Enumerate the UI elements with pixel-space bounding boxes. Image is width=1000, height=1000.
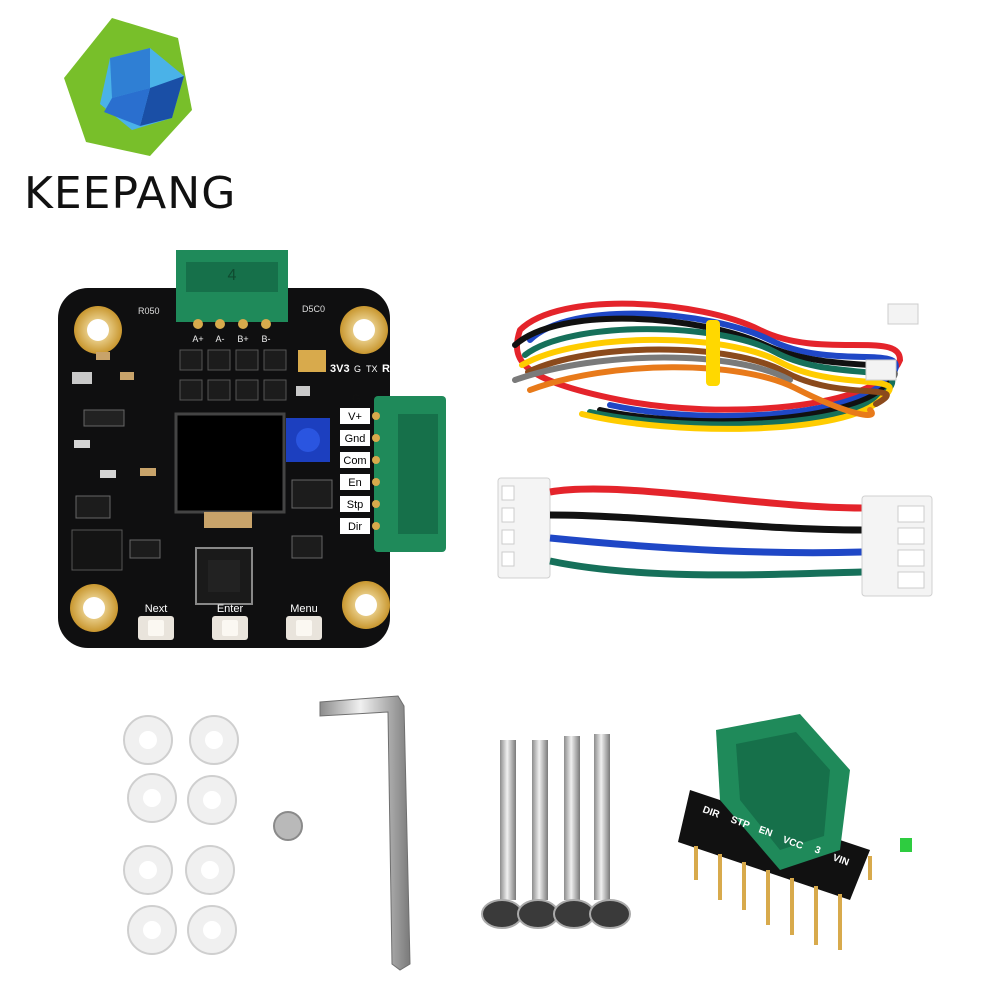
screws xyxy=(481,734,631,929)
uart-pin-3v3: 3V3 xyxy=(330,363,350,375)
coiled-cable xyxy=(512,300,919,432)
hex-key xyxy=(319,695,411,971)
washers xyxy=(123,715,239,955)
motor-pin-b-plus: B+ xyxy=(237,334,248,344)
resistor-label-right: D5C0 xyxy=(302,304,325,314)
mosfet-array xyxy=(179,349,287,401)
oled-display xyxy=(174,412,286,514)
brand-name: KEEPANG xyxy=(24,168,237,219)
side-pin-vplus: V+ xyxy=(348,411,362,423)
screw-4 xyxy=(594,734,610,900)
side-pin-stp: Stp xyxy=(347,499,364,511)
adapter-pin-en: EN xyxy=(757,824,774,839)
side-pin-com: Com xyxy=(343,455,366,467)
adapter-pin-3: 3 xyxy=(813,844,822,856)
cable-plug-top xyxy=(887,303,919,325)
side-pin-dir: Dir xyxy=(348,521,362,533)
logo-cube-face-top xyxy=(110,48,150,98)
logo-cube-face-right xyxy=(140,76,184,126)
adapter-led xyxy=(900,838,912,852)
brand-logo xyxy=(64,18,192,156)
resistor-label-left: R050 xyxy=(138,306,160,316)
cable-tie xyxy=(706,320,720,386)
side-pin-en: En xyxy=(348,477,361,489)
side-header-top-label: G xyxy=(352,393,361,405)
screw-2 xyxy=(532,740,548,900)
motor-pin-a-minus: A- xyxy=(216,334,225,344)
screw-3 xyxy=(564,736,580,900)
stepper-driver-board: 4 R050 D5C0 A+ A- B+ B- xyxy=(58,250,446,648)
motor-pin-a-plus: A+ xyxy=(192,334,203,344)
uart-pin-labels: 3V3 G TX RX xyxy=(330,363,398,375)
cable-plug-bottom xyxy=(865,359,897,381)
button-label-next: Next xyxy=(145,603,168,615)
motor-pin-b-minus: B- xyxy=(262,334,271,344)
uart-pin-tx: TX xyxy=(366,364,378,374)
uart-pin-g: G xyxy=(354,364,361,374)
logo-cube-face-left xyxy=(104,88,150,126)
button-label-enter: Enter xyxy=(217,603,244,615)
oled-ribbon xyxy=(204,512,252,528)
mounting-holes xyxy=(70,306,390,632)
motor-pin-labels: A+ A- B+ B- xyxy=(192,319,271,344)
pin-adapter-board: DIR STP EN VCC 3 VIN xyxy=(678,714,912,950)
button-label-menu: Menu xyxy=(290,603,318,615)
screw-1 xyxy=(500,740,516,900)
adapter-pin-vin: VIN xyxy=(831,852,850,868)
uart-pin-rx: RX xyxy=(382,363,398,375)
smd-components xyxy=(71,350,333,571)
board-buttons: Next Enter Menu xyxy=(138,603,322,640)
top-connector-number: 4 xyxy=(228,267,237,284)
four-wire-cable xyxy=(497,477,933,597)
side-pin-gnd: Gnd xyxy=(345,433,366,445)
magnet xyxy=(273,811,303,841)
side-pin-labels: G V+ Gnd Com En Stp Dir xyxy=(340,393,380,534)
